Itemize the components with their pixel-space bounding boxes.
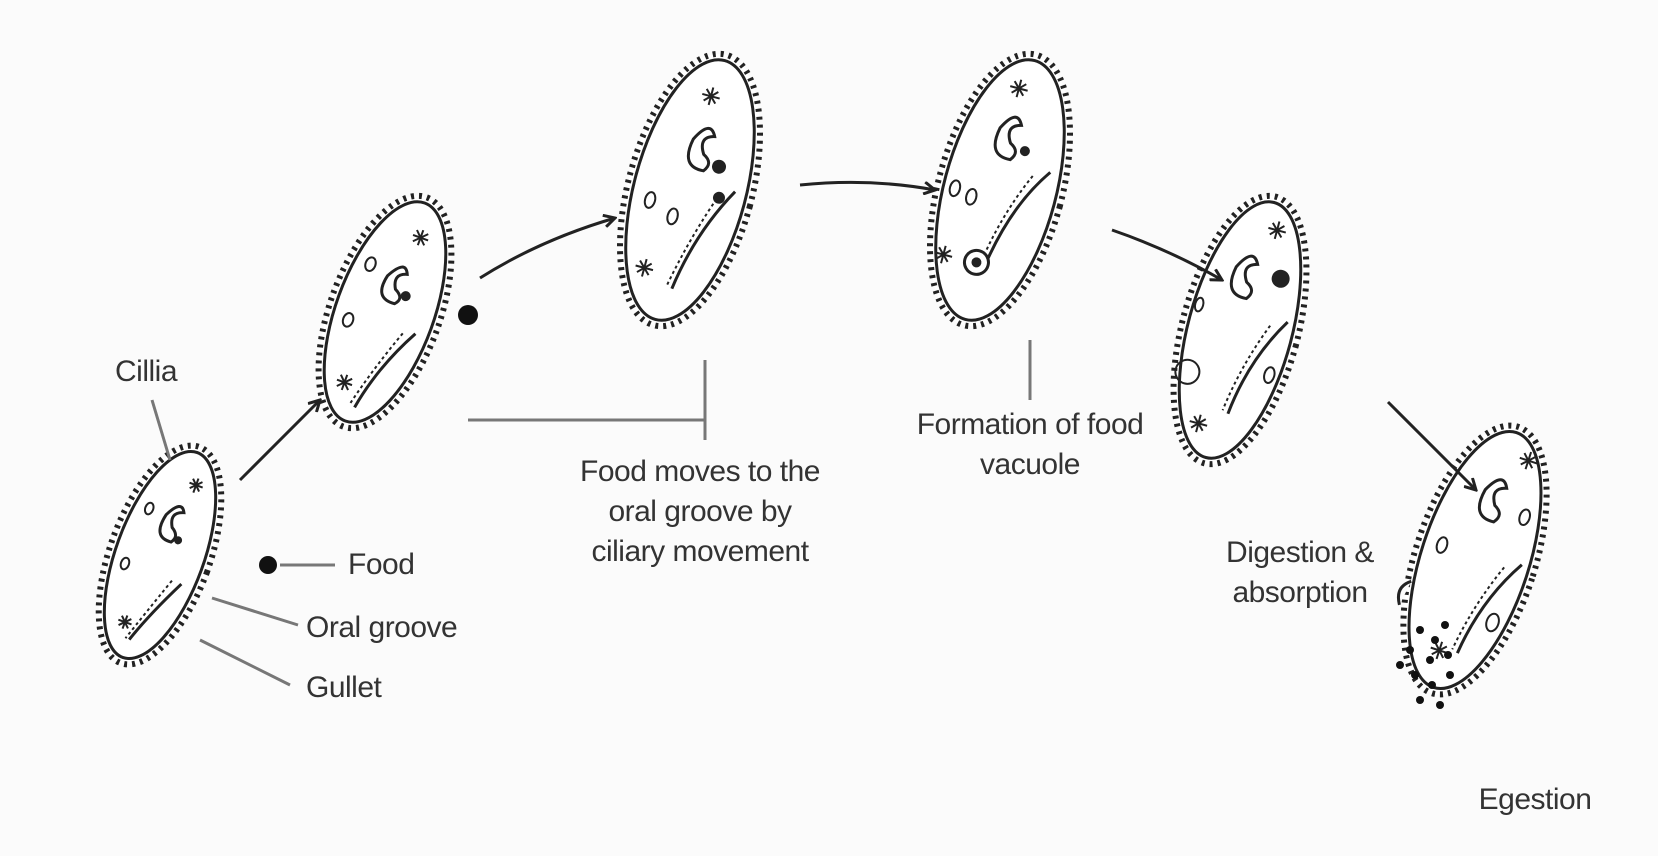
paramecium-cell-4 xyxy=(927,50,1073,330)
paramecium-cell-5 xyxy=(1170,192,1310,468)
arrow-2-to-3 xyxy=(479,218,615,280)
food-legend-dot xyxy=(259,556,277,574)
arrow-1-to-2 xyxy=(238,400,320,482)
label-formation-line-2: vacuole xyxy=(980,448,1080,481)
label-gullet: Gullet xyxy=(306,671,382,704)
label-digestion-line-1: Digestion & xyxy=(1226,536,1374,569)
food-moves-connector xyxy=(468,360,707,440)
label-food-moves-line-1: Food moves to the xyxy=(580,455,820,488)
paramecium-cell-1 xyxy=(95,442,225,668)
label-food-moves-line-3: ciliary movement xyxy=(591,535,809,568)
label-food-moves-line-2: oral groove by xyxy=(608,495,792,528)
label-digestion: Digestion & absorption xyxy=(1180,533,1420,613)
label-egestion: Egestion xyxy=(1478,783,1592,816)
food-particle-cell-2 xyxy=(458,305,478,325)
label-food: Food xyxy=(348,548,415,581)
oral-groove-leader xyxy=(211,596,299,627)
label-oral-groove: Oral groove xyxy=(306,611,458,644)
cilia-leader xyxy=(150,399,172,461)
label-formation-line-1: Formation of food xyxy=(916,408,1144,441)
paramecium-cell-2 xyxy=(315,192,455,432)
arrow-3-to-4 xyxy=(799,182,935,190)
label-digestion-line-2: absorption xyxy=(1232,576,1368,609)
egested-particles xyxy=(1396,621,1454,709)
process-arrows xyxy=(238,182,1476,490)
arrow-4-to-5 xyxy=(1111,228,1222,280)
gullet-leader xyxy=(199,638,291,687)
leader-lines xyxy=(150,340,1032,687)
label-food-moves: Food moves to the oral groove by ciliary… xyxy=(540,452,860,572)
paramecium-cell-3 xyxy=(617,50,763,330)
label-cilia: Cillia xyxy=(115,355,178,388)
label-formation-vacuole: Formation of food vacuole xyxy=(880,405,1180,485)
arrow-5-to-6 xyxy=(1386,400,1476,490)
